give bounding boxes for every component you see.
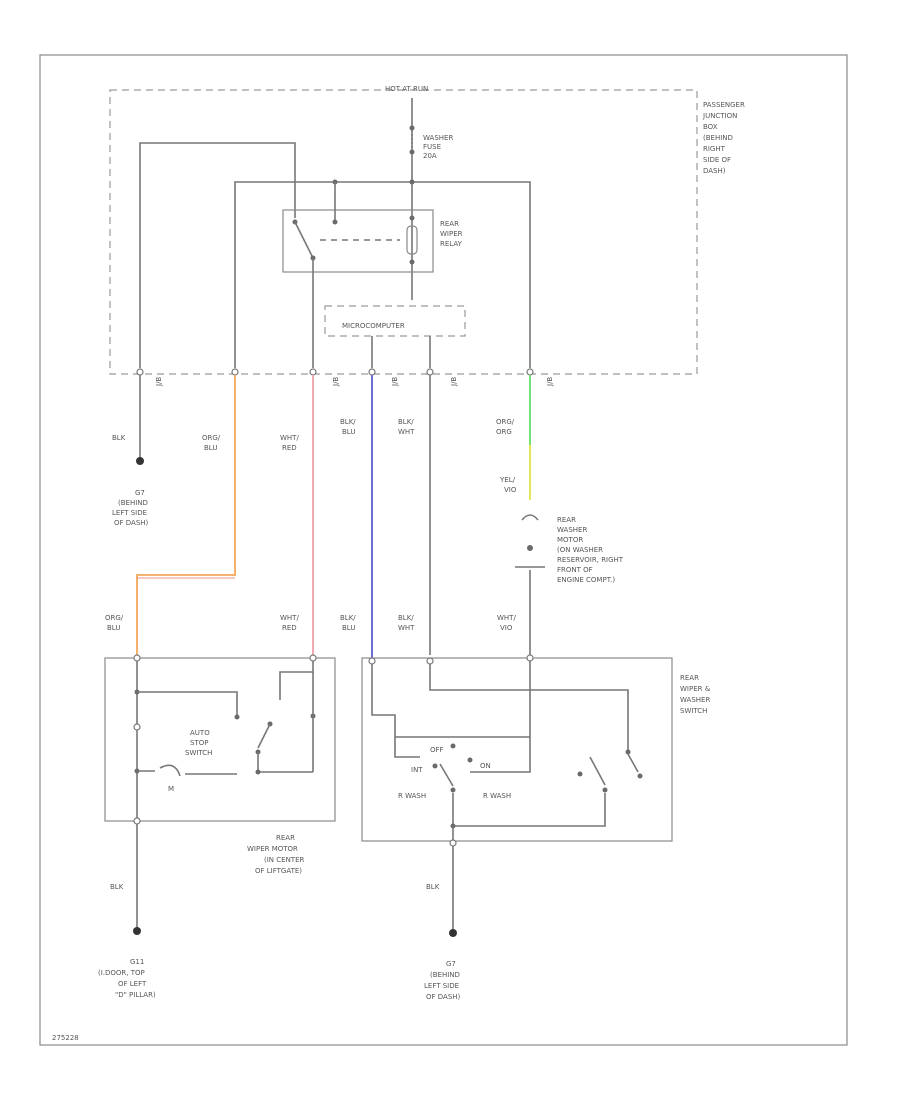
wire-label-wht-vio: WHT/VIO [497,614,516,632]
switch-off-label: OFF [430,746,444,754]
washer-fuse-label: WASHER FUSE 20A [423,134,456,160]
rear-wiper-relay-label: REAR WIPER RELAY [440,220,465,248]
wire-label-yel-vio: YEL/VIO [499,476,517,494]
wire-label-blk-wht-1: BLK/WHT [398,418,415,436]
passenger-junction-box [109,89,698,375]
wire-label-wht-red-1: WHT/RED [280,434,299,452]
microcomputer-label: MICROCOMPUTER [342,322,405,330]
wire-label-blk-blu-2: BLK/BLU [340,614,356,632]
wire-label-org-blu-2: ORG/BLU [105,614,124,632]
auto-stop-switch-label: AUTO STOP SWITCH [185,729,212,757]
rear-washer-motor-connector [521,514,539,521]
wire-label-wht-red-2: WHT/RED [280,614,299,632]
connector-label-4: J/B [450,377,458,387]
switch-on-label: ON [480,762,491,770]
passenger-junction-box-label: PASSENGER JUNCTION BOX (BEHIND RIGHT SID… [702,101,747,175]
wire-label-org-grn: ORG/ORG [496,418,515,436]
ground-g11-label: G11 (I.DOOR, TOP OF LEFT "D" PILLAR) [98,958,156,999]
ground-g7-label: G7 (BEHIND LEFT SIDE OF DASH) [112,489,150,527]
ground-g7-bottom-label: G7 (BEHIND LEFT SIDE OF DASH) [424,960,462,1001]
connector-label-3: J/B [391,377,399,387]
rear-wiper-washer-switch-label: REAR WIPER & WASHER SWITCH [680,674,713,715]
rear-wiper-motor-label: REAR WIPER MOTOR (IN CENTER OF LIFTGATE) [247,834,307,875]
connector-label-5: J/B [546,377,554,387]
wire-label-blk-blu-1: BLK/BLU [340,418,356,436]
connector-label-1: J/B [155,377,163,387]
rear-wiper-motor [104,657,336,822]
wire-label-blk-wht-2: BLK/WHT [398,614,415,632]
diagram-frame [39,54,848,1046]
switch-int-label: INT [411,766,423,774]
connector-label-2: J/B [332,377,340,387]
switch-rwash-label-1: R WASH [398,792,426,800]
wire-label-blk-1: BLK [112,434,126,442]
rear-wiper-relay [282,209,434,273]
rear-washer-motor-label: REAR WASHER MOTOR (ON WASHER RESERVOIR, … [557,516,625,584]
wire-label-blk-2: BLK [110,883,124,891]
hot-at-all-times-label: HOT AT RUN [385,85,428,93]
motor-m-label: M [168,785,174,793]
figure-id: 275228 [52,1034,79,1042]
wire-label-org-blu-1: ORG/BLU [202,434,221,452]
rear-wiper-washer-switch [361,657,673,842]
wire-org-blu [136,375,236,655]
microcomputer [324,305,466,337]
switch-rwash-label-2: R WASH [483,792,511,800]
wire-label-blk-3: BLK [426,883,440,891]
